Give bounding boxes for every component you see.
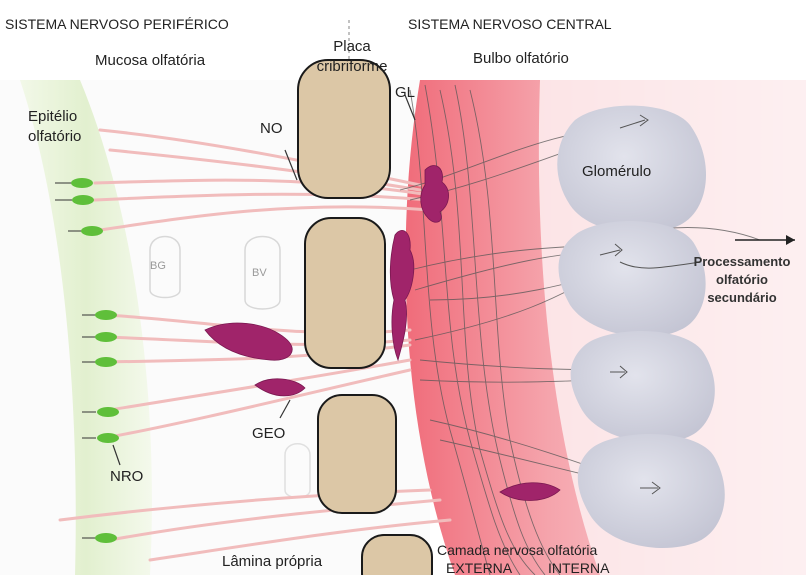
bulbo-label: Bulbo olfatório [473, 50, 569, 68]
cribriform-bone-2 [305, 218, 385, 368]
bv-label: BV [252, 264, 267, 282]
interna-label: INTERNA [548, 559, 609, 577]
epitelio-label-line2: olfatório [28, 128, 81, 146]
cribriform-bone-3 [318, 395, 396, 513]
epitelio-label-line1: Epitélio [28, 108, 77, 126]
mucosa-label: Mucosa olfatória [95, 52, 205, 70]
glomerulo-label: Glomérulo [582, 163, 651, 181]
central-system-heading: SISTEMA NERVOSO CENTRAL [408, 15, 612, 33]
no-label: NO [260, 120, 283, 138]
lamina-label: Lâmina própria [222, 553, 322, 571]
bg-label: BG [150, 257, 166, 275]
geo-label: GEO [252, 425, 285, 443]
placa-label-line2: cribriforme [300, 58, 404, 76]
processamento-label-line3: secundário [683, 289, 801, 306]
peripheral-system-heading: SISTEMA NERVOSO PERIFÉRICO [5, 15, 229, 33]
processamento-label-line1: Processamento [683, 253, 801, 270]
cribriform-bone-1 [298, 60, 390, 198]
camada-label: Camada nervosa olfatória [437, 541, 597, 559]
externa-label: EXTERNA [446, 559, 512, 577]
cribriform-bone-4 [362, 535, 432, 575]
gl-label: GL [395, 84, 415, 102]
nro-label: NRO [110, 468, 143, 486]
placa-label-line1: Placa [310, 38, 394, 56]
processamento-label-line2: olfatório [683, 271, 801, 288]
